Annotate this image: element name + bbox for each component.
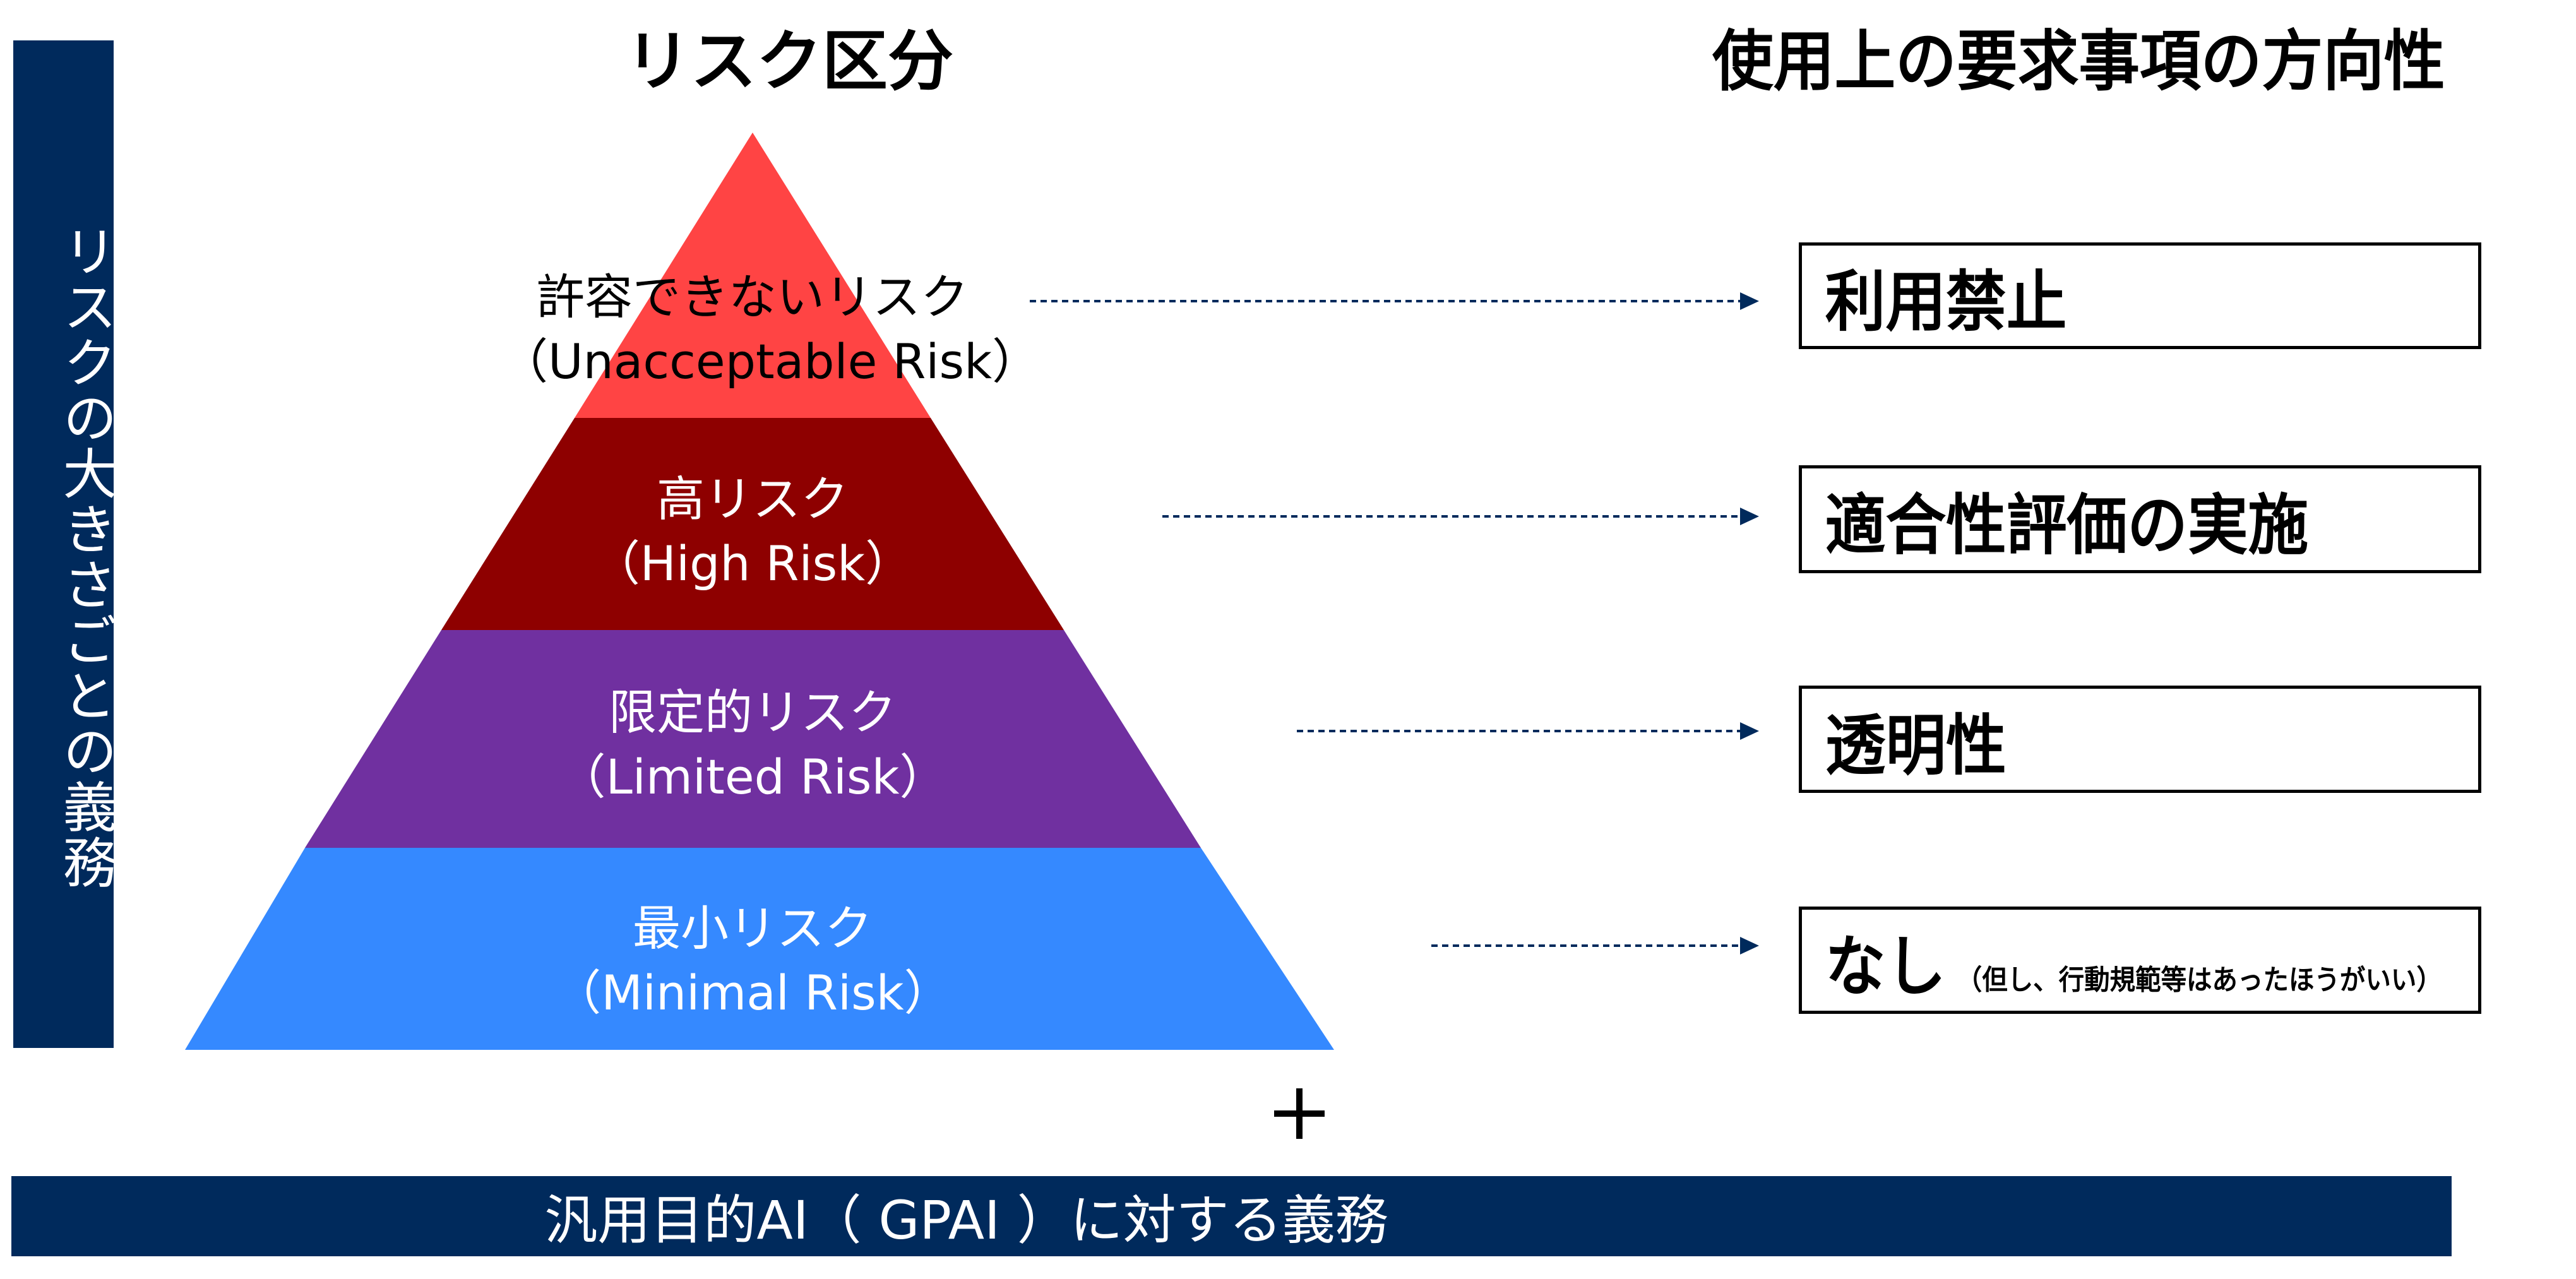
requirement-text: 利用禁止 (1825, 263, 2067, 340)
tier-high-shape (441, 418, 1064, 630)
requirements-heading: 使用上の要求事項の方向性 (1712, 23, 2445, 100)
tier-name-en: （Limited Risk） (558, 749, 948, 805)
gpai-obligations-bar: 汎用目的AI（ GPAI ）に対する義務 (11, 1176, 2452, 1256)
requirement-box-minimal: なし （但し、行動規範等はあったほうがいい） (1799, 907, 2481, 1014)
requirement-text: 透明性 (1825, 706, 2007, 784)
arrow-icon (1297, 722, 1759, 740)
tier-name-ja: 高リスク (657, 471, 849, 527)
tier-name-ja: 最小リスク (633, 900, 873, 956)
requirement-box-limited: 透明性 (1799, 686, 2481, 793)
tier-label-limited: 限定的リスク （Limited Risk） (500, 681, 1005, 809)
tier-name-en: （Minimal Risk） (553, 965, 952, 1021)
plus-icon (1274, 1088, 1325, 1139)
arrow-icon (1162, 508, 1759, 525)
risk-category-heading: リスク区分 (625, 23, 954, 100)
gpai-obligations-text: 汎用目的AI（ GPAI ）に対する義務 (544, 1189, 1388, 1251)
arrow-icon (1030, 292, 1759, 310)
tier-name-en: （Unacceptable Risk） (500, 333, 1041, 390)
requirement-box-unacceptable: 利用禁止 (1799, 242, 2481, 349)
requirement-main: なし (1825, 927, 1947, 1005)
tier-label-unacceptable: 許容できないリスク （Unacceptable Risk） (500, 265, 1041, 394)
tier-limited-shape (305, 630, 1201, 848)
tier-minimal-shape (185, 848, 1334, 1050)
tier-label-minimal: 最小リスク （Minimal Risk） (500, 896, 1005, 1025)
arrow-icon (1431, 937, 1759, 955)
requirement-box-high: 適合性評価の実施 (1799, 465, 2481, 573)
tier-label-high: 高リスク （High Risk） (500, 467, 1005, 596)
requirement-text: 適合性評価の実施 (1825, 487, 2309, 564)
tier-name-ja: 許容できないリスク (537, 269, 969, 325)
tier-unacceptable-shape (575, 133, 931, 418)
side-label-bar: リスクの大きさごとの義務 (13, 40, 116, 1048)
requirement-text: なし （但し、行動規範等はあったほうがいい） (1802, 913, 2442, 1008)
tier-name-en: （High Risk） (592, 535, 914, 592)
tier-name-ja: 限定的リスク (609, 684, 897, 741)
requirement-note: （但し、行動規範等はあったほうがいい） (1956, 963, 2442, 996)
side-label-text: リスクの大きさごとの義務 (53, 223, 116, 890)
